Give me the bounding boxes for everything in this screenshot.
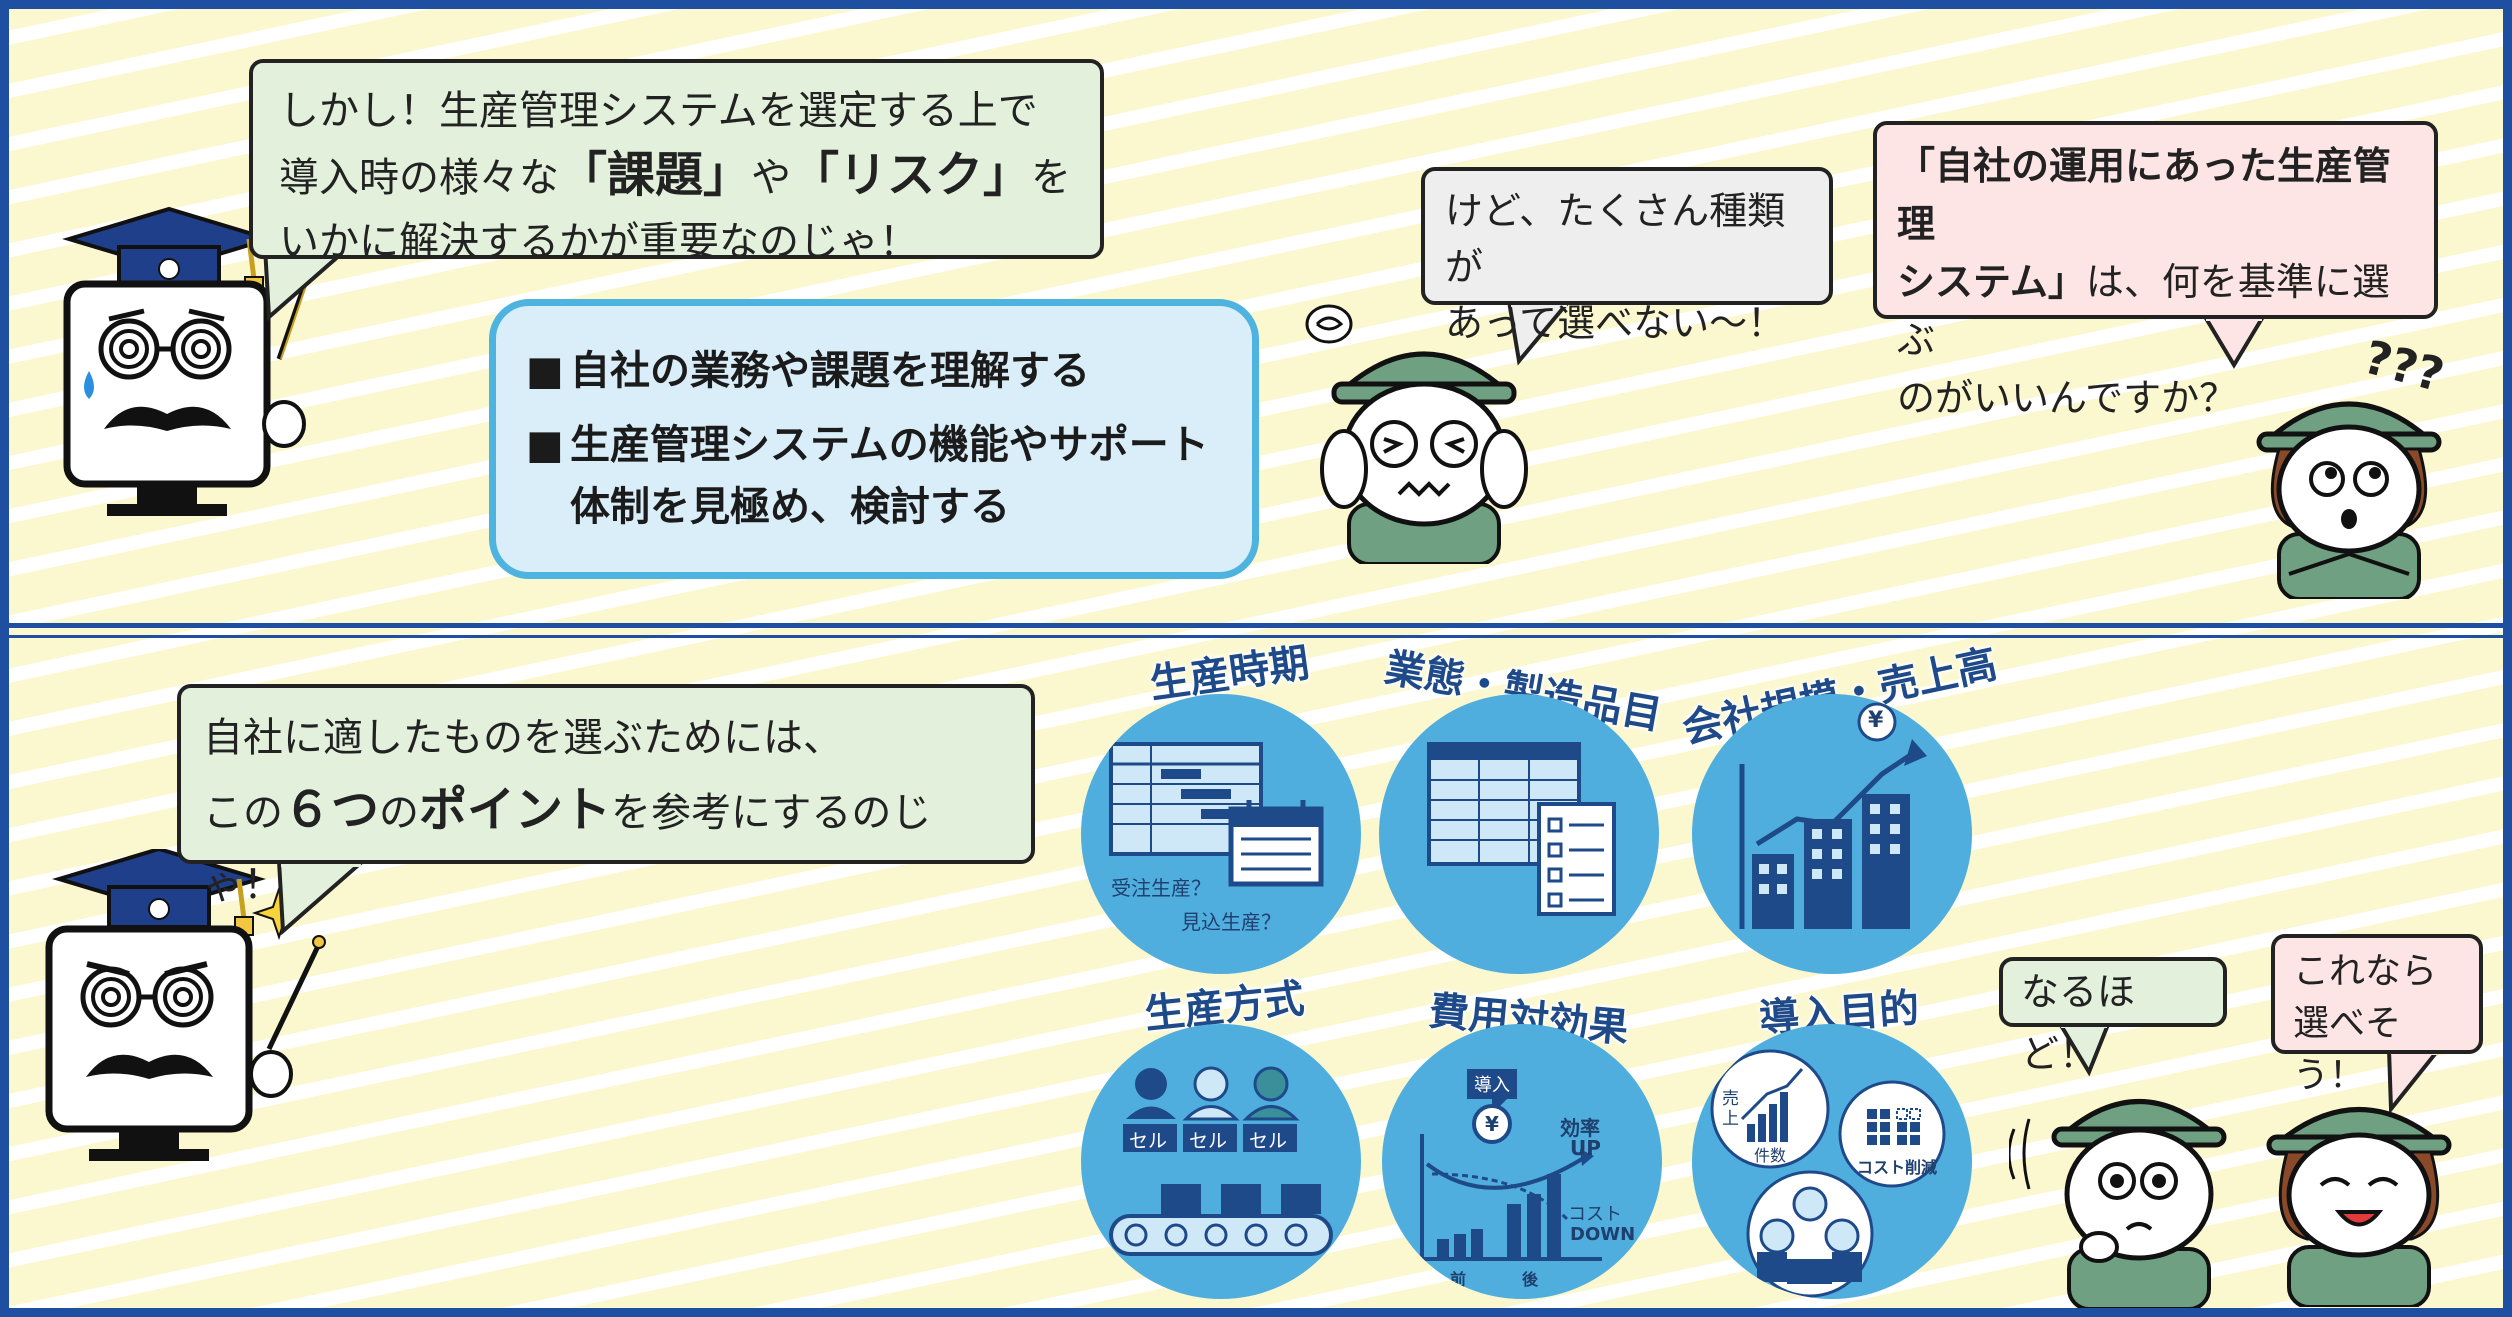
down-label: DOWN [1570,1224,1636,1245]
bubble-line: 選べそう！ [2293,1003,2402,1096]
growth-buildings-icon [1739,702,1927,929]
bubble-line: この６つのポイントを参考にするのじゃ！ [203,774,1009,921]
thinking-worker-character [2009,1099,2227,1308]
efficiency-label: 効率 [1560,1116,1600,1140]
bubble-text: や [751,155,792,201]
bubble-line: あって選べない〜！ [1445,301,1786,345]
make-to-order-label: 受注生産？ [1111,876,1211,900]
yen-symbol: ¥ [1868,708,1884,733]
bubble-line: しかし！生産管理システムを選定する上で [279,88,1038,134]
cost-benefit-chart-icon [1420,1069,1602,1261]
bubble-line: 導入時の様々な「課題」や「リスク」を [279,143,1074,210]
kadai-highlight: 「課題」 [559,147,752,203]
circle-company-scale: ¥ [1692,694,1972,974]
cost-reduction-label: コスト削減 [1857,1158,1938,1177]
section-divider [9,635,2503,638]
sales-label: 上 [1722,1109,1739,1129]
key-points-box: ■自社の業務や課題を理解する ■生産管理システムの機能やサポート 体制を見極め、… [489,299,1259,579]
sales-label: 売 [1722,1089,1739,1109]
gantt-calendar-icon [1109,742,1324,887]
bubble-text: を [1031,155,1072,201]
cell-production-icon [1109,1066,1333,1256]
naruhodo-speech-bubble: なるほど！ [1999,957,2227,1076]
bubble-text: 導入時の様々な [279,155,559,201]
professor-speech-bubble-top: しかし！生産管理システムを選定する上で 導入時の様々な「課題」や「リスク」を い… [249,59,1104,265]
bubble-text: は、何を基準に選ぶ [1897,260,2390,362]
bubble-text: この [203,790,283,836]
bubble-line: 自社に適したものを選ぶためには、 [203,715,843,761]
square-bullet-icon: ■ [526,422,564,468]
cost-label: コスト [1568,1204,1622,1225]
circle-cost-effectiveness: 導入 ¥ 効率 UP コスト DOWN 前 後 [1382,1024,1662,1299]
introduction-label: 導入 [1474,1075,1510,1096]
puzzled-woman-character [2256,401,2442,599]
bubble-bold-text: 「自社の運用にあった生産管理 [1897,144,2392,246]
circle-introduction-purpose: 売 上 件数 コスト削減 [1692,1024,1972,1299]
point-text-continued: 体制を見極め、検討する [570,484,1010,530]
bubble-tail [276,861,367,936]
bubble-line: システム」は、何を基準に選ぶ [1897,253,2414,369]
point-text: 自社の業務や課題を理解する [570,348,1090,394]
after-label: 後 [1522,1270,1539,1289]
point-item-1: ■自社の業務や課題を理解する [526,340,1222,402]
professor-monitor-character-bottom [45,849,326,1161]
circle-production-method: セル セル セル [1081,1024,1361,1299]
square-bullet-icon: ■ [526,348,564,394]
point-highlight: ポイント [419,782,612,838]
cell-label: セル [1189,1130,1228,1152]
bubble-line: 「自社の運用にあった生産管理 [1897,137,2414,253]
worker-speech-bubble: けど、たくさん種類が あって選べない〜！ [1421,167,1833,345]
risk-highlight: 「リスク」 [791,147,1032,203]
bubble-line: なるほど！ [2021,970,2136,1076]
make-to-stock-label: 見込生産？ [1181,910,1281,934]
confused-worker-character [1305,304,1528,564]
bubble-bold-text: システム」 [1897,260,2086,304]
bubble-line: けど、たくさん種類が [1445,189,1786,289]
cell-label: セル [1129,1130,1168,1152]
bubble-text: の [379,790,420,836]
point-item-2: ■生産管理システムの機能やサポート [526,414,1222,476]
before-label: 前 [1450,1270,1467,1289]
yen-symbol: ¥ [1485,1112,1499,1136]
spreadsheet-checklist-icon [1427,742,1616,916]
bubble-text: を参考にするのじゃ！ [203,790,932,908]
circle-business-type [1379,694,1659,974]
bubble-line: のがいいんですか？ [1897,376,2238,420]
question-speech-bubble: 「自社の運用にあった生産管理 システム」は、何を基準に選ぶ のがいいんですか？ [1873,121,2438,420]
purpose-icons [1710,1049,1946,1298]
section-divider [9,623,2503,628]
bubble-line: いかに解決するかが重要なのじゃ！ [279,219,919,265]
count-label: 件数 [1754,1146,1787,1165]
point-text: 生産管理システムの機能やサポート [570,422,1209,468]
bubble-line: これなら [2293,951,2438,992]
cell-label: セル [1249,1130,1288,1152]
happy-woman-character [2266,1107,2452,1307]
up-label: UP [1570,1136,1601,1160]
six-highlight: ６つ [283,782,380,838]
professor-speech-bubble-bottom: 自社に適したものを選ぶためには、 この６つのポイントを参考にするのじゃ！ [177,684,1035,908]
circle-production-timing: 受注生産？ 見込生産？ [1081,694,1361,974]
erabe-speech-bubble: これなら 選べそう！ [2271,934,2483,1096]
